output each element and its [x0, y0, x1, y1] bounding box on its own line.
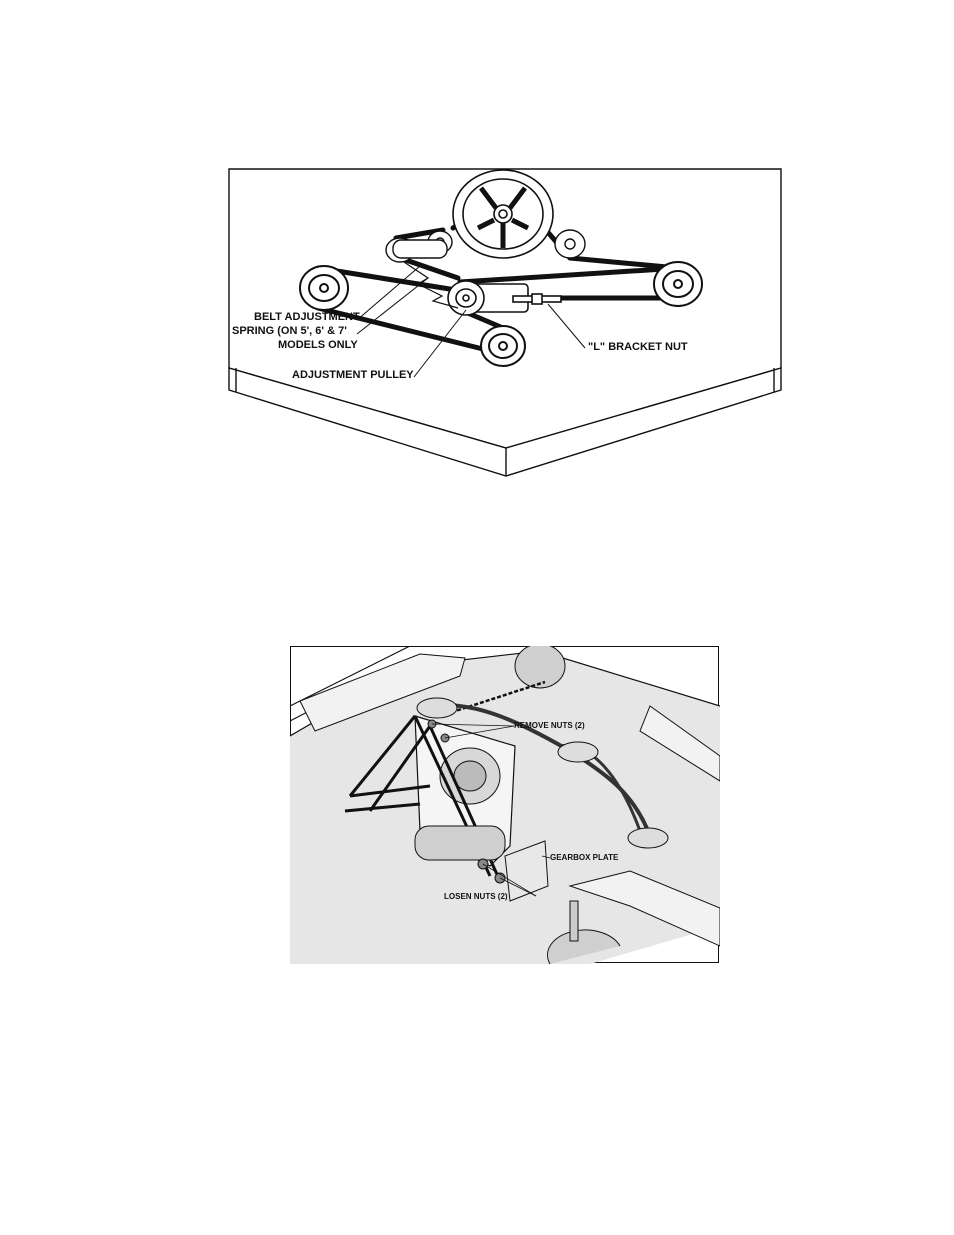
- l-bracket-nut-label: "L" BRACKET NUT: [588, 341, 688, 354]
- main-pulley: [453, 170, 553, 258]
- adjustment-pulley-label: ADJUSTMENT PULLEY: [292, 369, 414, 382]
- deck-edge: [229, 368, 781, 476]
- remove-nuts-label: REMOVE NUTS (2): [514, 721, 585, 730]
- gearbox-plate-illustration: REMOVE NUTS (2) GEARBOX PLATE LOSEN NUTS…: [290, 646, 720, 964]
- belt-routing-diagram: BELT ADJUSTMENT SPRING (ON 5', 6' & 7' M…: [228, 168, 784, 478]
- belt-spring-label-line1: BELT ADJUSTMENT: [254, 311, 360, 324]
- adjustment-pulley: [448, 281, 561, 315]
- belt-spring-label-line3: MODELS ONLY: [278, 339, 358, 352]
- gearbox-plate-drawing: [290, 646, 720, 964]
- belt-spring-label-line2: SPRING (ON 5', 6' & 7': [232, 325, 347, 338]
- gearbox-plate-label: GEARBOX PLATE: [550, 853, 618, 862]
- losen-nuts-label: LOSEN NUTS (2): [444, 892, 508, 901]
